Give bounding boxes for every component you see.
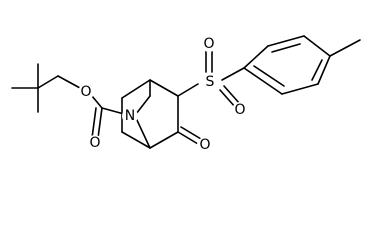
carbonyl-oxygen-label: O xyxy=(89,135,100,151)
ester-c-o-bond xyxy=(57,75,81,89)
carbamate-c-n-bond xyxy=(101,107,125,115)
bridge-left-upper-bond xyxy=(121,79,151,99)
sulfonyl-oxygen-left-mask xyxy=(201,36,217,52)
carbonyl-double-bond-b xyxy=(91,107,97,139)
molecule-drawing: O O N O S O O xyxy=(11,35,361,153)
sulfonyl-oxygen-right-mask xyxy=(232,102,248,118)
ester-oxygen-label: O xyxy=(80,84,91,100)
sulfonyl-oxygen-right-double-bond-b xyxy=(223,85,241,105)
sulfur-mask xyxy=(202,74,218,90)
ketone-double-bond-b xyxy=(180,126,202,140)
carbonyl-oxygen-mask xyxy=(87,135,103,151)
aryl-bond-6 xyxy=(243,67,283,95)
aryl-inner-double-3 xyxy=(253,65,285,87)
bridge-right-upper-bond xyxy=(149,79,179,97)
ketone-oxygen-mask xyxy=(197,137,213,153)
ester-oxygen-mask xyxy=(78,84,94,100)
sulfonyl-oxygen-right-label: O xyxy=(234,102,245,118)
sulfur-to-aryl-bond xyxy=(221,67,245,81)
aryl-methyl-bond xyxy=(329,39,361,57)
chemical-structure-canvas: O O N O S O O xyxy=(11,35,361,153)
ester-o-carbonyl-bond xyxy=(91,95,103,109)
sulfur-label: S xyxy=(206,74,215,90)
bridge-right-lower-bond xyxy=(149,131,179,149)
ketone-oxygen-label: O xyxy=(199,137,210,153)
aryl-bond-5 xyxy=(281,83,319,95)
sulfonyl-oxygen-right-double-bond-a xyxy=(219,89,237,109)
aryl-inner-double-2 xyxy=(311,59,323,81)
ketone-double-bond-a xyxy=(177,131,199,145)
aryl-bond-3 xyxy=(303,35,331,57)
bridge-left-lower-bond xyxy=(121,131,151,149)
sulfonyl-oxygen-left-label: O xyxy=(203,36,214,52)
aryl-bond-2 xyxy=(267,35,305,47)
n-bridgehead-top-bond xyxy=(135,95,151,115)
nitrogen-label: N xyxy=(125,108,135,124)
nitrogen-mask xyxy=(122,108,138,124)
n-bridgehead-bottom-bond xyxy=(135,117,151,149)
aryl-bond-4 xyxy=(317,55,331,85)
carbonyl-double-bond-a xyxy=(97,107,103,139)
tbutyl-c-c-bond xyxy=(37,75,59,89)
aryl-bond-1 xyxy=(243,45,269,69)
aryl-inner-double-1 xyxy=(271,43,301,53)
core-to-sulfur-bond xyxy=(177,83,199,97)
